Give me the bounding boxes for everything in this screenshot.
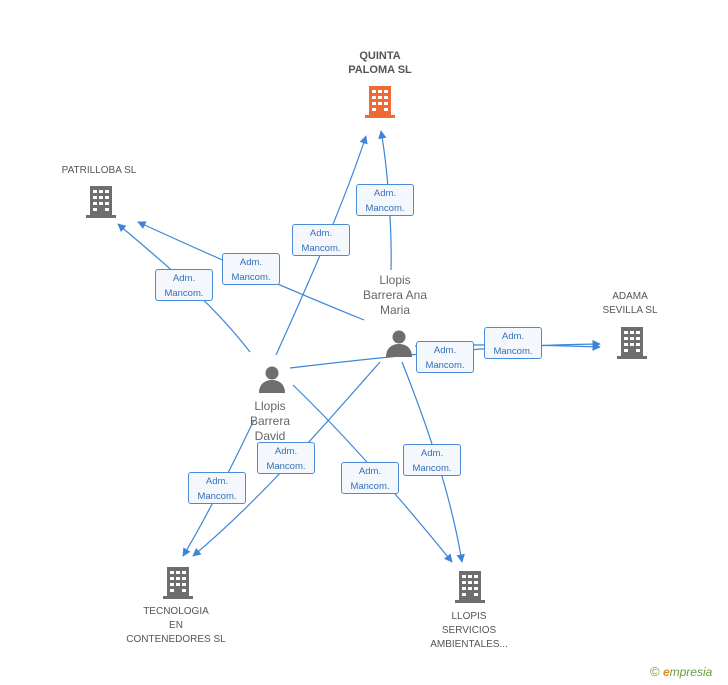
brand-initial: e: [662, 665, 670, 679]
building-icon[interactable]: [364, 85, 396, 119]
person-icon[interactable]: [257, 364, 287, 394]
edge-label-david-patrilloba[interactable]: Adm. Mancom.: [155, 269, 213, 301]
copyright-symbol: ©: [650, 664, 660, 679]
node-label-david[interactable]: Llopis Barrera David: [249, 399, 290, 443]
building-icon[interactable]: [162, 566, 194, 600]
node-label-patrilloba[interactable]: PATRILLOBA SL: [61, 165, 137, 176]
edge-label-david-adama[interactable]: Adm. Mancom.: [416, 341, 474, 373]
node-label-quinta-paloma[interactable]: QUINTA PALOMA SL: [348, 50, 412, 76]
edge-label-ana-tecnologia[interactable]: Adm. Mancom.: [257, 442, 315, 474]
person-icon[interactable]: [384, 328, 414, 358]
edge-label-ana-servicios[interactable]: Adm. Mancom.: [403, 444, 461, 476]
node-label-tecnologia[interactable]: TECNOLOGIA EN CONTENEDORES SL: [126, 606, 226, 645]
building-icon[interactable]: [616, 326, 648, 360]
brand-name: mpresia: [669, 665, 713, 679]
edge-label-david-quinta[interactable]: Adm. Mancom.: [292, 224, 350, 256]
edge-label-ana-adama[interactable]: Adm. Mancom.: [484, 327, 542, 359]
node-label-ana-maria[interactable]: Llopis Barrera Ana Maria: [362, 273, 428, 317]
edge-label-david-tecnologia[interactable]: Adm. Mancom.: [188, 472, 246, 504]
node-label-adama-sevilla[interactable]: ADAMA SEVILLA SL: [602, 291, 658, 316]
brand-logo: © empresia: [650, 664, 712, 679]
node-label-llopis-servicios[interactable]: LLOPIS SERVICIOS AMBIENTALES...: [430, 611, 508, 650]
edge-label-ana-quinta[interactable]: Adm. Mancom.: [356, 184, 414, 216]
edge-label-david-servicios[interactable]: Adm. Mancom.: [341, 462, 399, 494]
building-icon[interactable]: [85, 185, 117, 219]
building-icon[interactable]: [454, 570, 486, 604]
edge-label-ana-patrilloba[interactable]: Adm. Mancom.: [222, 253, 280, 285]
